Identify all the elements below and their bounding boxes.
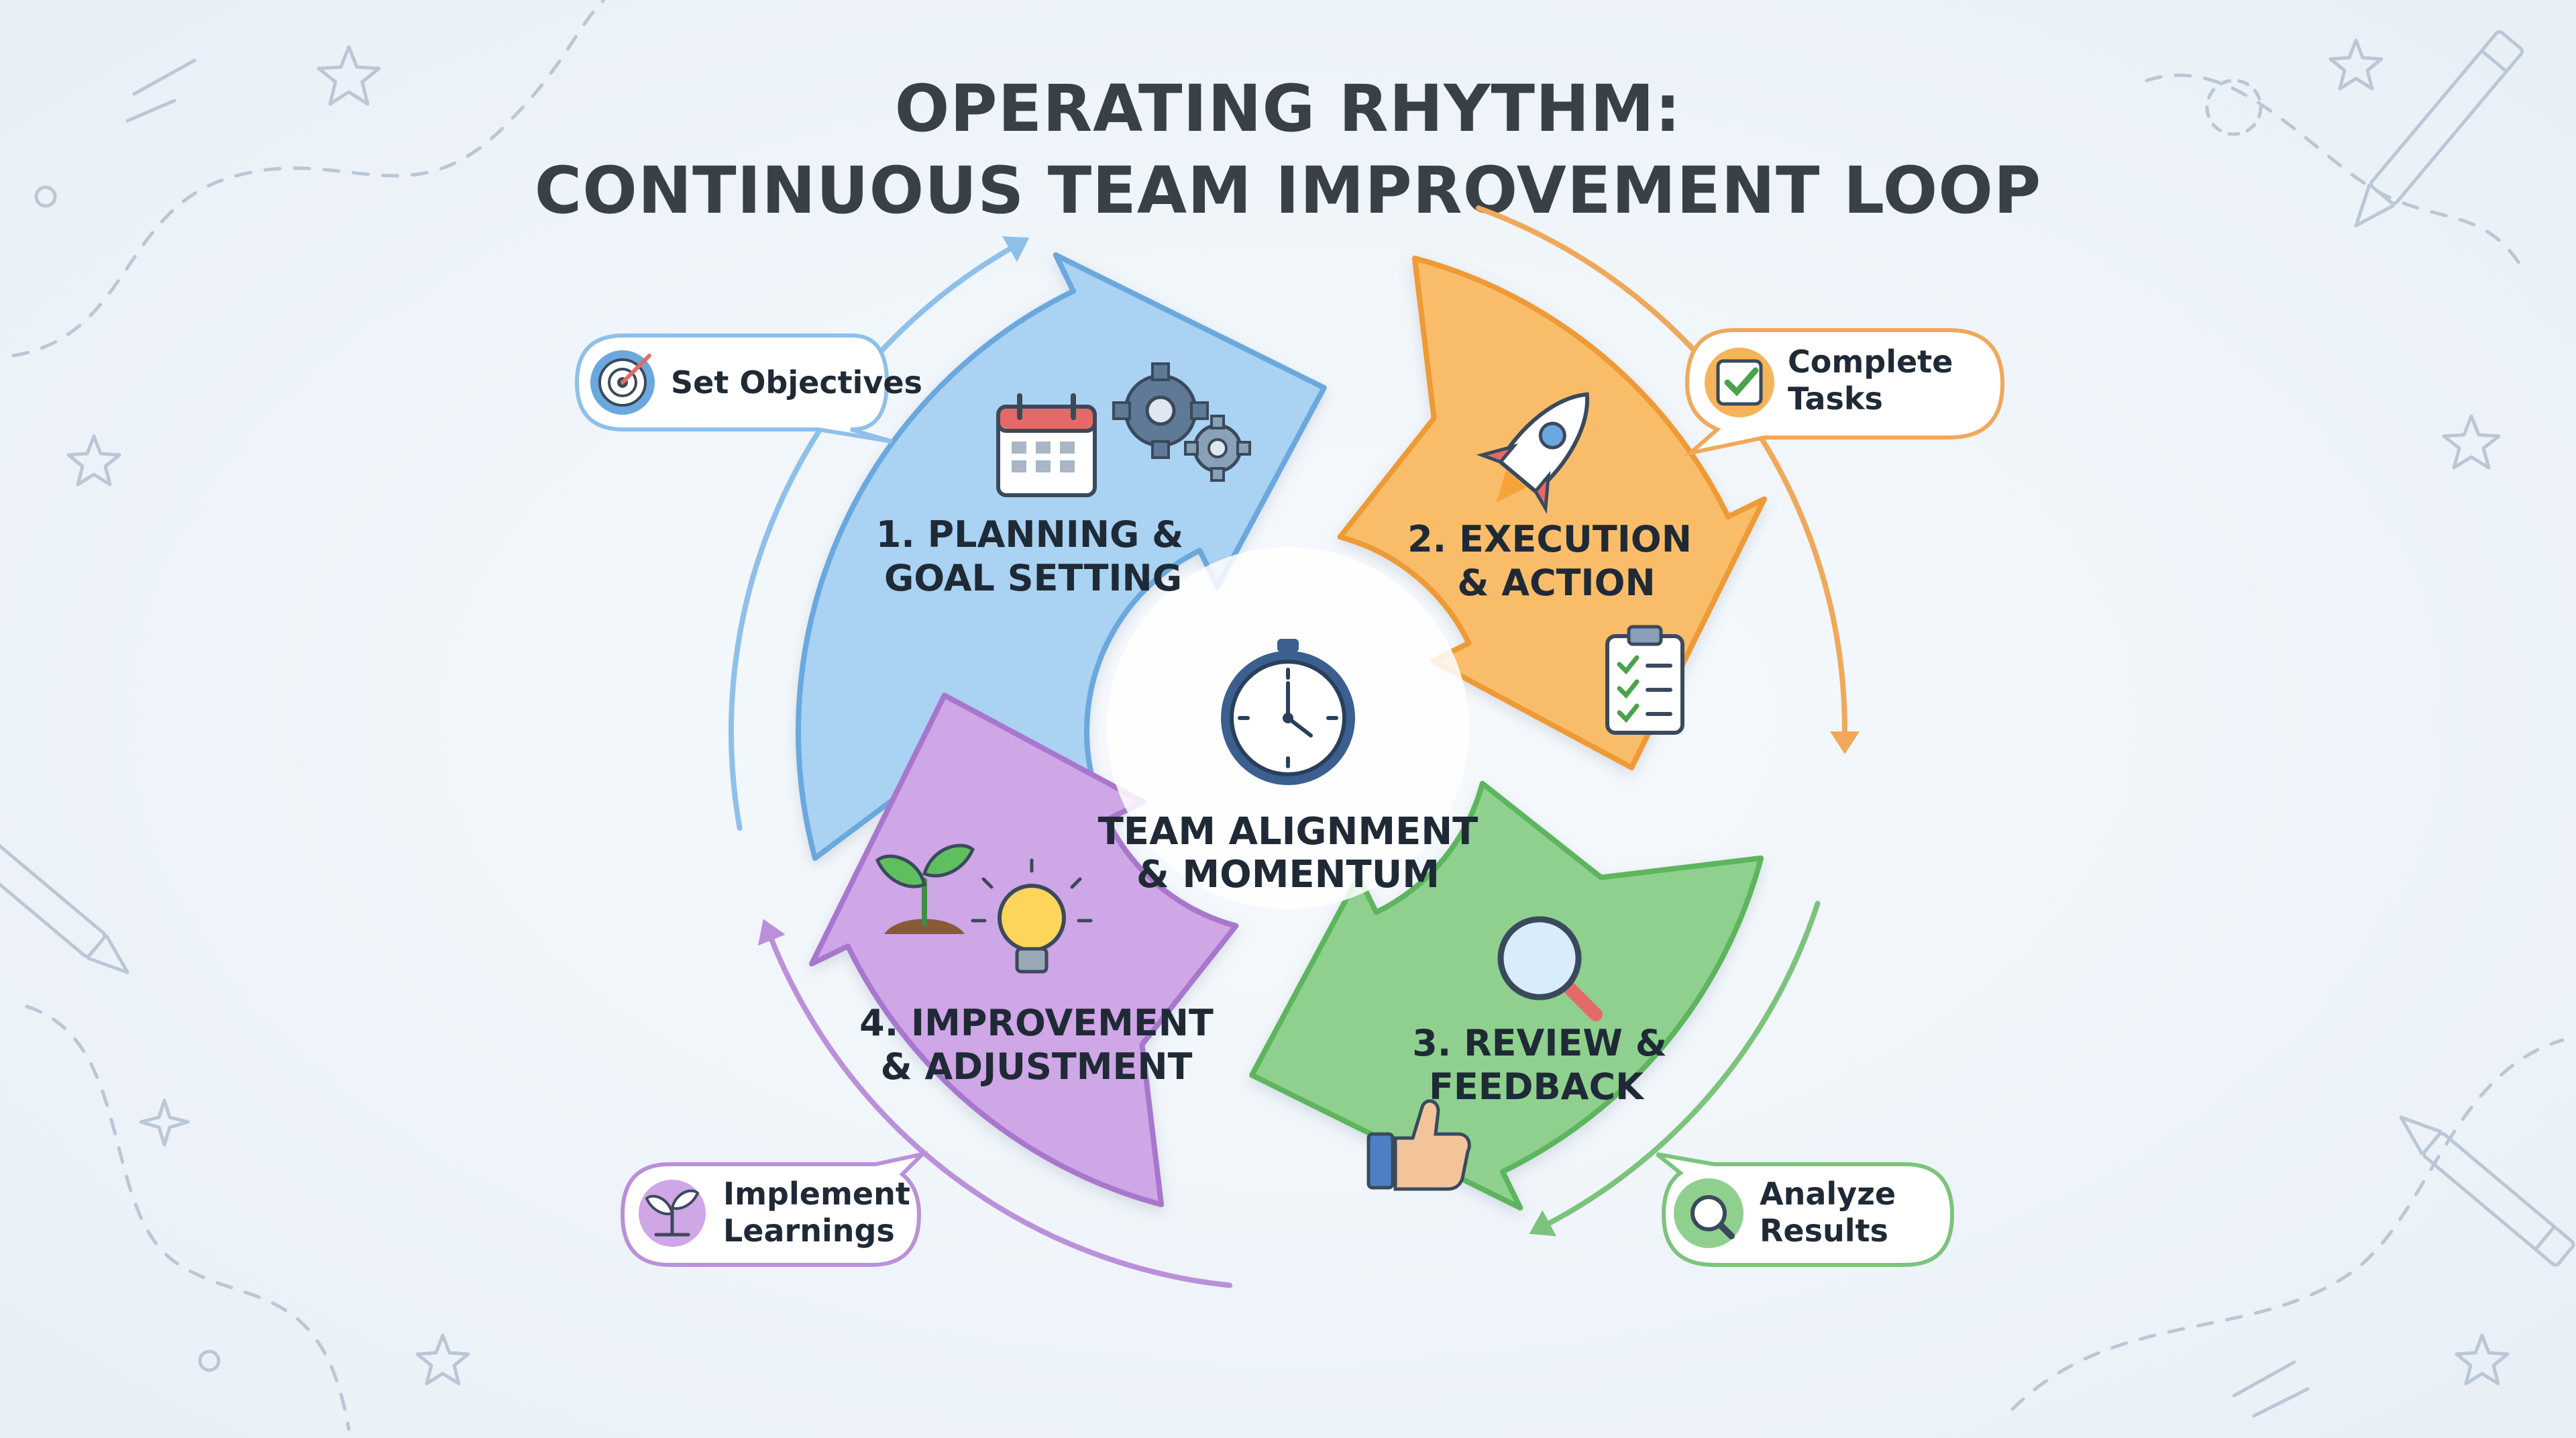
checkbox-icon (1705, 348, 1774, 417)
pencil-icon (0, 823, 129, 974)
center-label-line-1: TEAM ALIGNMENT (1098, 810, 1479, 854)
flow-arrowhead-planning (1002, 236, 1030, 262)
dashed-swirl-bottom-right (2010, 1038, 2565, 1411)
center-hub: TEAM ALIGNMENT & MOMENTUM (1098, 547, 1479, 909)
clipboard-icon (1605, 625, 1684, 735)
doodle-circle-2 (198, 1349, 221, 1372)
flow-arrowhead-execution (1830, 731, 1860, 754)
doodle-circle-1 (34, 185, 57, 208)
title-line-2: CONTINUOUS TEAM IMPROVEMENT LOOP (535, 153, 2041, 228)
doodle-dash-lines-2 (2232, 1360, 2310, 1418)
segment-improvement-label-1: 4. IMPROVEMENT (859, 1002, 1214, 1044)
segment-planning-label-2: GOAL SETTING (884, 557, 1182, 599)
callout-analyze-results-text-2: Results (1760, 1213, 1888, 1249)
callout-analyze-results-text-1: Analyze (1760, 1176, 1896, 1212)
flow-arrow-review (1546, 901, 1821, 1226)
callout-analyze-results: Analyze Results (1656, 1152, 1955, 1267)
pencil-icon (2354, 30, 2524, 227)
outer-flow-arrowheads (758, 236, 1860, 1237)
callout-implement-learnings: Implement Learnings (620, 1150, 929, 1267)
magnifier-icon (1497, 916, 1603, 1021)
callout-implement-learnings-text-1: Implement (723, 1176, 910, 1212)
dashed-swirl-right (2145, 73, 2524, 270)
flow-arrowhead-improvement (758, 919, 786, 946)
segment-review-label-2: FEEDBACK (1429, 1066, 1645, 1108)
flow-arrow-improvement (769, 937, 1233, 1288)
calendar-icon (996, 393, 1097, 497)
star-icon (139, 1098, 190, 1147)
doodle-dash-lines-1 (125, 58, 197, 123)
star-icon (2442, 414, 2501, 470)
title-line-1: OPERATING RHYTHM: (895, 71, 1682, 146)
segment-review-label-1: 3. REVIEW & (1412, 1022, 1667, 1064)
rocket-icon (1476, 392, 1589, 514)
sprout-icon (639, 1180, 706, 1247)
star-icon (2328, 38, 2383, 91)
star-icon (2455, 1333, 2510, 1386)
flow-arrow-planning (729, 246, 1012, 831)
background-pencils (0, 30, 2575, 1267)
segment-labels: 1. PLANNING & GOAL SETTING 2. EXECUTION … (859, 513, 1692, 1108)
callout-complete-tasks: Complete Tasks (1683, 328, 2005, 457)
background-stars (66, 38, 2510, 1386)
segment-review (1249, 780, 1764, 1211)
background-doodles (11, 0, 2565, 1431)
callout-set-objectives-text: Set Objectives (671, 364, 922, 401)
center-label-line-2: & MOMENTUM (1136, 853, 1440, 896)
target-icon (590, 350, 655, 415)
star-icon (317, 45, 381, 106)
lightbulb-icon (971, 858, 1093, 974)
magnifier-icon (1674, 1178, 1743, 1248)
segment-execution-label-2: & ACTION (1457, 562, 1655, 604)
segment-execution-label-1: 2. EXECUTION (1407, 518, 1692, 560)
thumbs-up-icon (1366, 1099, 1471, 1191)
dashed-swirl-left (11, 0, 606, 358)
segment-improvement-label-2: & ADJUSTMENT (881, 1045, 1193, 1088)
callout-set-objectives: Set Objectives (574, 333, 922, 444)
segment-planning-label-1: 1. PLANNING & (876, 513, 1184, 556)
star-icon (415, 1333, 470, 1386)
pencil-icon (2399, 1115, 2575, 1267)
clock-icon (1221, 639, 1355, 785)
callout-complete-tasks-text-1: Complete (1788, 344, 1953, 380)
callout-implement-learnings-text-2: Learnings (723, 1213, 895, 1249)
gears-icon (1112, 362, 1251, 482)
sprout-icon (875, 843, 975, 934)
dashed-swirl-bottom-left (25, 1005, 351, 1431)
star-icon (66, 434, 121, 486)
doodle-circle-3 (2205, 79, 2263, 136)
flow-arrowhead-review (1529, 1210, 1556, 1237)
callout-complete-tasks-text-2: Tasks (1788, 380, 1883, 417)
